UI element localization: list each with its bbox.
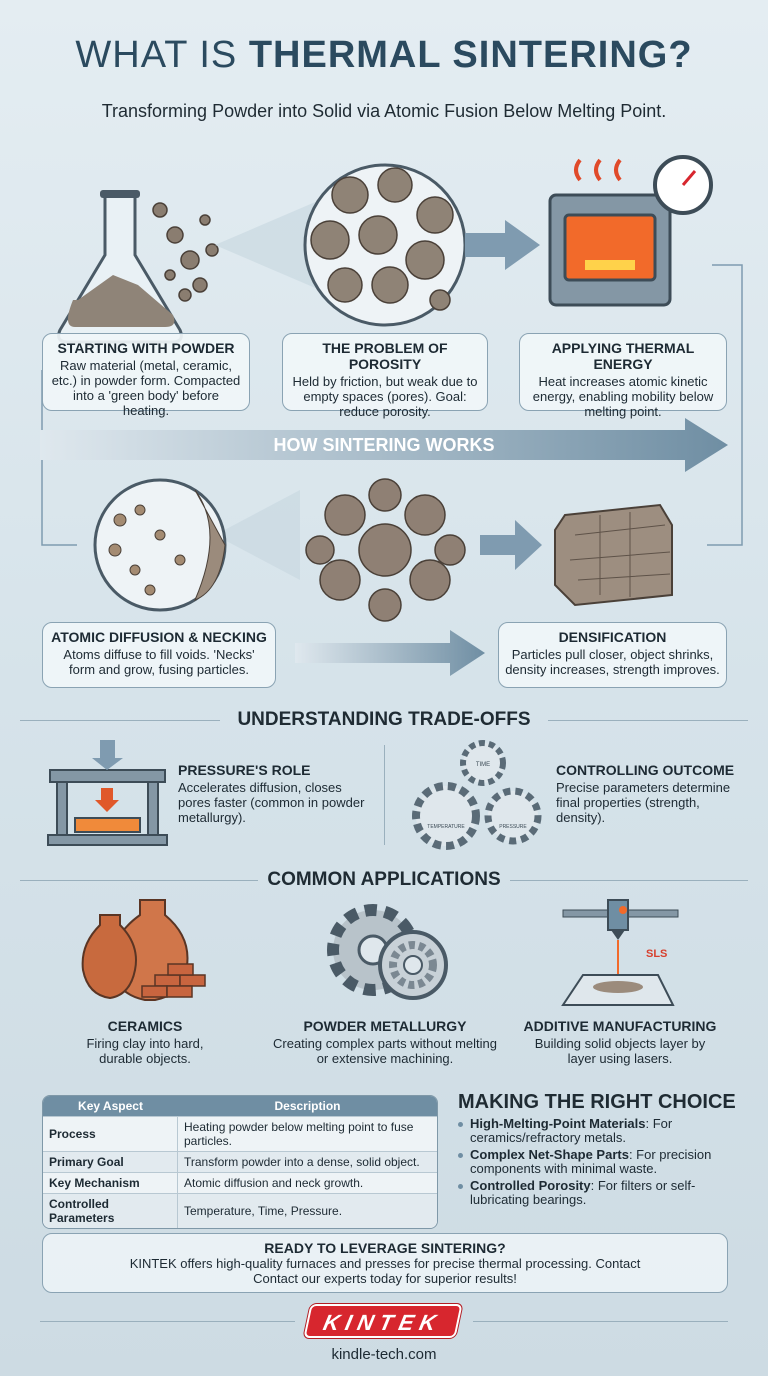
sls-label: SLS [646, 948, 667, 960]
powder-particles [152, 202, 219, 302]
arrow-icon [480, 520, 542, 570]
website-url[interactable]: kindle-tech.com [331, 1346, 437, 1363]
arrow-icon [465, 220, 540, 270]
gear-label-temperature: TEMPERATURE [427, 824, 465, 830]
subtitle: Transforming Powder into Solid via Atomi… [101, 101, 667, 121]
laser-printer-icon: SLS [561, 899, 679, 1006]
flow-connector [41, 264, 743, 546]
list-item: High-Melting-Point Materials: For cerami… [458, 1117, 748, 1145]
necking-particles [305, 478, 466, 622]
right-choice: MAKING THE RIGHT CHOICE High-Melting-Poi… [458, 1090, 748, 1210]
dense-block-icon [554, 503, 673, 607]
page-title: WHAT IS THERMAL SINTERING? [75, 34, 693, 76]
list-item: Complex Net-Shape Parts: For precision c… [458, 1148, 748, 1176]
press-icon [47, 740, 168, 846]
arrow-icon [295, 630, 485, 676]
furnace-icon [548, 155, 713, 307]
cta-box: READY TO LEVERAGE SINTERING? KINTEK offe… [42, 1233, 728, 1293]
gear-label-time: TIME [476, 762, 490, 768]
gear-label-pressure: PRESSURE [499, 824, 527, 830]
gears-icon: TIME TEMPERATURE PRESSURE [412, 740, 542, 850]
tradeoffs-heading: UNDERSTANDING TRADE-OFFS [237, 709, 531, 730]
how-sintering-label: HOW SINTERING WORKS [273, 435, 495, 455]
kintek-logo: KINTEK [303, 1304, 463, 1338]
how-sintering-arrow [40, 418, 728, 472]
ceramics-icon [81, 899, 206, 1001]
list-item: Controlled Porosity: For filters or self… [458, 1179, 748, 1207]
applications-heading: COMMON APPLICATIONS [267, 869, 501, 890]
gear-bearing-icon [327, 904, 448, 1000]
process-illustrations [41, 155, 743, 622]
